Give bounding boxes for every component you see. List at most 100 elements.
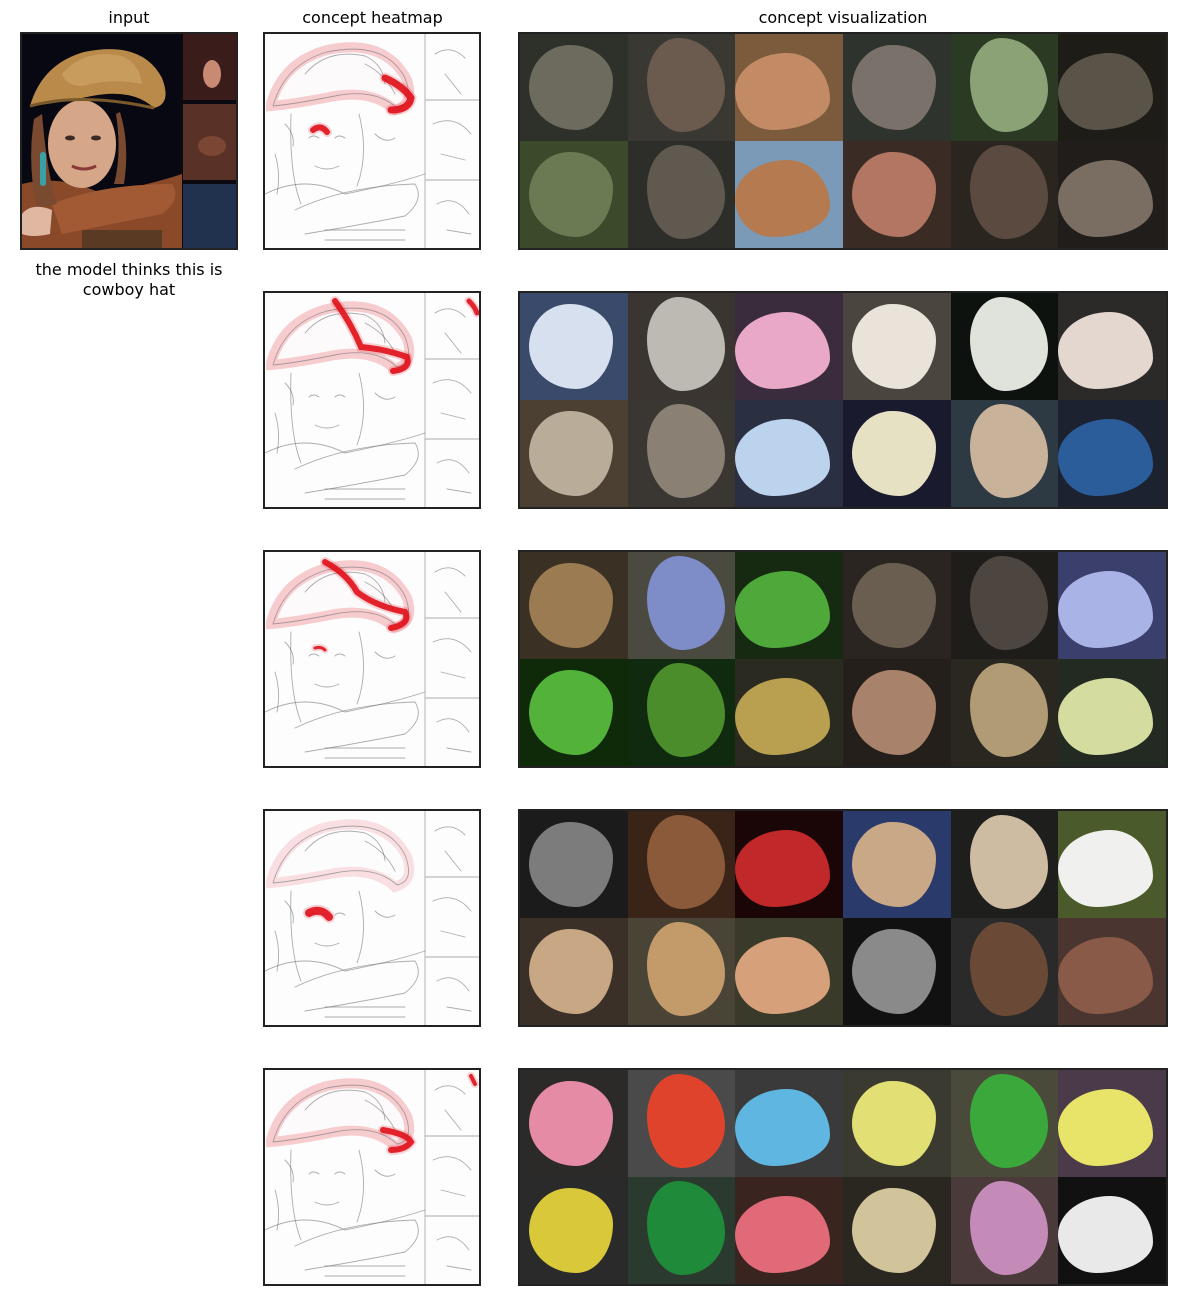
concept-example-tile bbox=[735, 552, 843, 659]
concept-example-tile bbox=[520, 811, 628, 918]
concept-example-tile bbox=[950, 811, 1059, 918]
prediction-caption: the model thinks this is cowboy hat bbox=[35, 260, 223, 299]
concept-region bbox=[647, 663, 725, 758]
concept-region bbox=[970, 556, 1048, 651]
concept-region bbox=[851, 1187, 936, 1274]
concept-example-tile bbox=[842, 552, 951, 659]
concept-region bbox=[735, 312, 831, 390]
concept-example-tile bbox=[842, 293, 951, 400]
concept-region bbox=[528, 1080, 613, 1167]
concept-region bbox=[735, 678, 831, 756]
concept-example-tile bbox=[842, 141, 951, 248]
concept-example-tile bbox=[520, 1177, 628, 1284]
concept-region bbox=[528, 669, 613, 756]
concept-region bbox=[647, 556, 725, 651]
concept-region bbox=[735, 937, 831, 1015]
concept-heatmap-3 bbox=[263, 550, 481, 768]
concept-visualization-2 bbox=[518, 291, 1168, 509]
concept-region bbox=[1058, 937, 1154, 1015]
concept-example-tile bbox=[1058, 552, 1166, 659]
concept-example-tile bbox=[520, 659, 628, 766]
concept-example-tile bbox=[735, 918, 843, 1025]
concept-example-tile bbox=[1058, 811, 1166, 918]
concept-region bbox=[1058, 419, 1154, 497]
input-image bbox=[20, 32, 238, 250]
concept-region bbox=[647, 145, 725, 240]
concept-region bbox=[735, 53, 831, 131]
concept-region bbox=[647, 1074, 725, 1169]
concept-region bbox=[528, 44, 613, 131]
concept-region bbox=[970, 404, 1048, 499]
concept-example-tile bbox=[735, 1177, 843, 1284]
concept-region bbox=[647, 922, 725, 1017]
concept-example-tile bbox=[627, 1070, 736, 1177]
concept-example-tile bbox=[1058, 1177, 1166, 1284]
concept-example-tile bbox=[1058, 293, 1166, 400]
input-column-title: input bbox=[108, 8, 150, 27]
concept-region bbox=[851, 410, 936, 497]
concept-region bbox=[647, 815, 725, 910]
concept-example-tile bbox=[627, 141, 736, 248]
concept-example-tile bbox=[1058, 34, 1166, 141]
concept-example-tile bbox=[842, 659, 951, 766]
concept-region bbox=[970, 922, 1048, 1017]
concept-region bbox=[647, 1181, 725, 1276]
concept-example-tile bbox=[627, 293, 736, 400]
concept-example-tile bbox=[950, 141, 1059, 248]
concept-region bbox=[970, 1074, 1048, 1169]
concept-region bbox=[970, 297, 1048, 392]
concept-example-tile bbox=[627, 1177, 736, 1284]
concept-region bbox=[735, 571, 831, 649]
concept-region bbox=[735, 160, 831, 238]
concept-region bbox=[528, 1187, 613, 1274]
concept-example-tile bbox=[627, 552, 736, 659]
concept-region bbox=[1058, 1089, 1154, 1167]
concept-region bbox=[851, 562, 936, 649]
concept-example-tile bbox=[627, 659, 736, 766]
concept-example-tile bbox=[627, 34, 736, 141]
concept-region bbox=[851, 669, 936, 756]
concept-region bbox=[851, 44, 936, 131]
concept-region bbox=[1058, 1196, 1154, 1274]
concept-region bbox=[970, 815, 1048, 910]
concept-example-tile bbox=[1058, 659, 1166, 766]
concept-example-tile bbox=[1058, 141, 1166, 248]
concept-region bbox=[851, 151, 936, 238]
concept-example-tile bbox=[842, 1177, 951, 1284]
concept-region bbox=[851, 303, 936, 390]
concept-region bbox=[735, 1196, 831, 1274]
concept-example-tile bbox=[950, 552, 1059, 659]
concept-region bbox=[528, 303, 613, 390]
concept-example-tile bbox=[735, 400, 843, 507]
concept-example-tile bbox=[735, 141, 843, 248]
concept-region bbox=[1058, 678, 1154, 756]
concept-example-tile bbox=[735, 659, 843, 766]
concept-region bbox=[647, 297, 725, 392]
concept-example-tile bbox=[627, 918, 736, 1025]
concept-region bbox=[851, 928, 936, 1015]
concept-example-tile bbox=[1058, 918, 1166, 1025]
concept-region bbox=[970, 145, 1048, 240]
concept-region bbox=[735, 419, 831, 497]
concept-example-tile bbox=[950, 659, 1059, 766]
concept-visualization-1 bbox=[518, 32, 1168, 250]
concept-visualization-5 bbox=[518, 1068, 1168, 1286]
concept-example-tile bbox=[842, 918, 951, 1025]
concept-visualization-4 bbox=[518, 809, 1168, 1027]
concept-region bbox=[735, 1089, 831, 1167]
concept-example-tile bbox=[520, 34, 628, 141]
concept-region bbox=[1058, 830, 1154, 908]
concept-example-tile bbox=[520, 141, 628, 248]
visualization-column-title: concept visualization bbox=[758, 8, 928, 27]
concept-example-tile bbox=[520, 1070, 628, 1177]
concept-region bbox=[1058, 312, 1154, 390]
concept-heatmap-2 bbox=[263, 291, 481, 509]
input-image-art bbox=[22, 34, 236, 248]
concept-heatmap-5 bbox=[263, 1068, 481, 1286]
concept-region bbox=[647, 404, 725, 499]
concept-example-tile bbox=[950, 34, 1059, 141]
concept-example-tile bbox=[735, 1070, 843, 1177]
concept-example-tile bbox=[627, 811, 736, 918]
concept-region bbox=[1058, 53, 1154, 131]
concept-example-tile bbox=[842, 34, 951, 141]
